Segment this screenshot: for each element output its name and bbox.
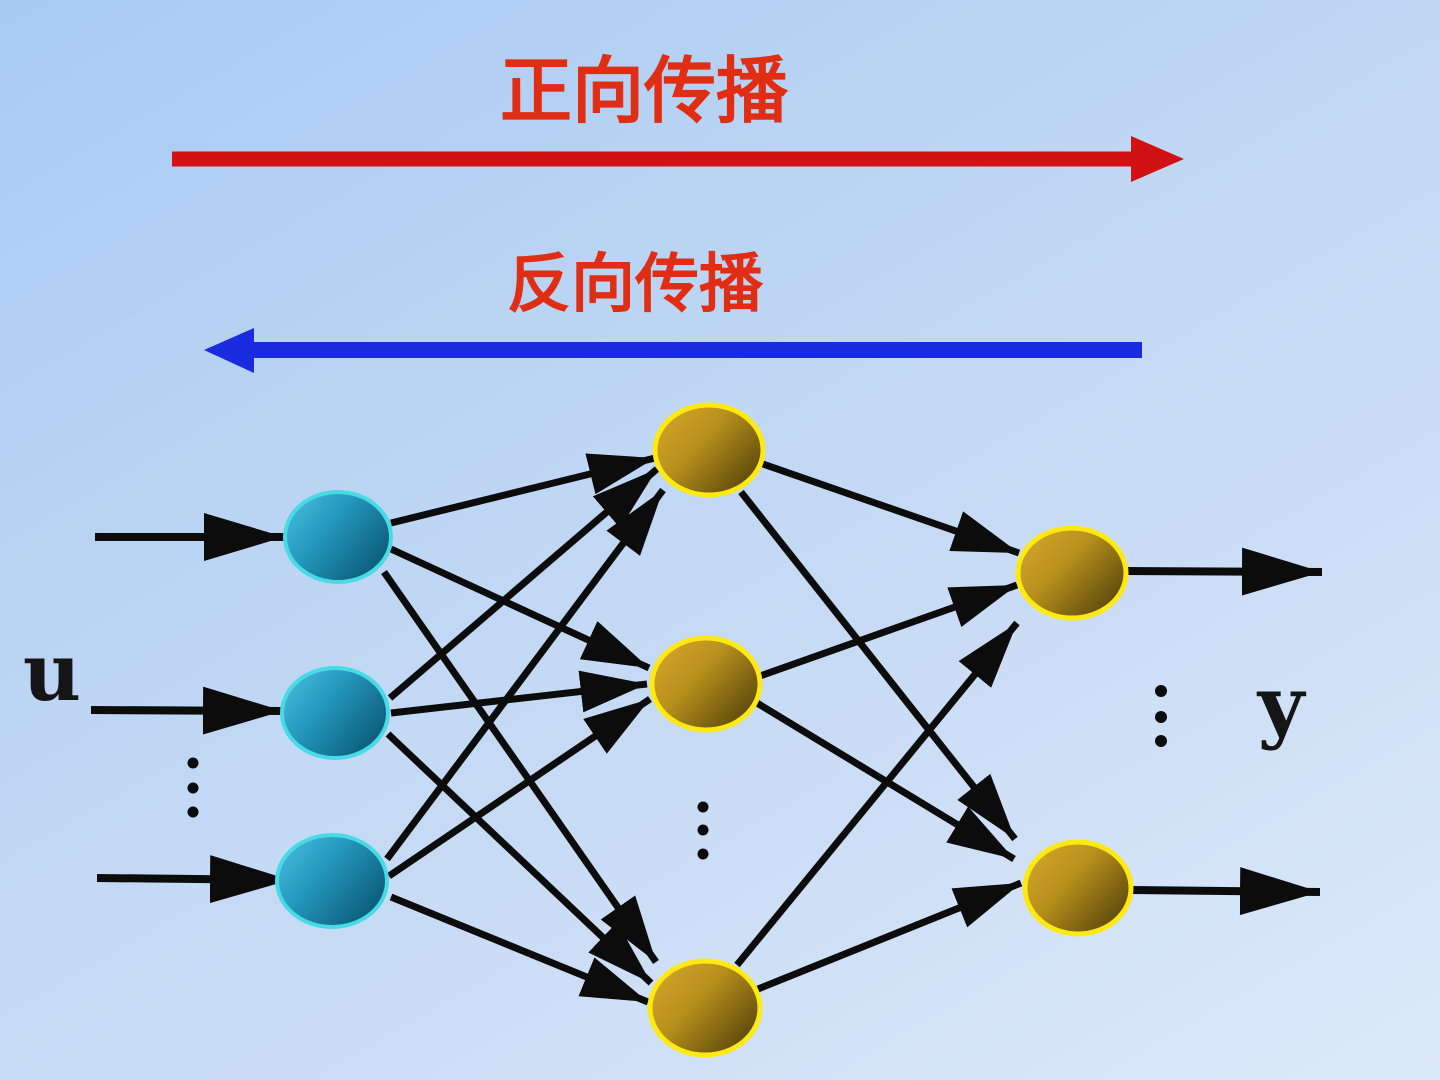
- backward-arrow: [204, 328, 1142, 373]
- output-node-1: [1015, 525, 1129, 621]
- backward-arrowhead-icon: [204, 328, 254, 373]
- input-arrow-3: [96, 855, 291, 904]
- edge-i2-h1: [387, 466, 660, 701]
- output-arrows: [1127, 547, 1323, 916]
- input-layer: [187, 490, 393, 929]
- edge-i1-h2: [389, 545, 651, 672]
- input-ellipsis-icon: [187, 757, 199, 818]
- output-ellipsis-icon: [1155, 685, 1167, 747]
- edge-i1-h3: [381, 569, 659, 965]
- edge-h1-o1: [761, 460, 1021, 557]
- forward-arrow: [172, 136, 1184, 182]
- input-vector-label: u: [23, 625, 81, 719]
- edges-hidden-to-output: [734, 460, 1023, 993]
- edge-i3-h2: [387, 696, 652, 879]
- hidden-ellipsis-icon: [697, 801, 709, 860]
- input-node-2: [280, 666, 390, 760]
- edge-h3-o1: [734, 620, 1020, 968]
- edge-i1-h1: [390, 453, 656, 527]
- forward-propagation-label: 正向传播: [500, 49, 789, 133]
- input-node-3: [275, 833, 389, 929]
- output-layer: [1015, 525, 1167, 937]
- backward-propagation-label: 反向传播: [507, 248, 764, 322]
- edge-i2-h2: [390, 670, 648, 717]
- edge-h1-o2: [738, 489, 1018, 842]
- hidden-node-2: [649, 635, 763, 733]
- edge-h2-o1: [758, 581, 1019, 680]
- edge-i3-h3: [389, 893, 650, 1006]
- input-node-1: [283, 490, 393, 584]
- edge-i2-h3: [385, 731, 654, 986]
- input-arrows: [90, 513, 291, 904]
- output-node-2: [1022, 839, 1134, 937]
- output-arrow-1: [1127, 547, 1323, 596]
- output-vector-label: y: [1256, 658, 1307, 752]
- hidden-layer: [647, 402, 766, 1058]
- edges-input-to-hidden: [381, 453, 666, 1006]
- forward-arrowhead-icon: [1131, 136, 1184, 182]
- input-arrow-2: [90, 686, 284, 735]
- hidden-node-3: [647, 958, 763, 1058]
- hidden-node-1: [652, 402, 766, 498]
- edge-i3-h1: [384, 487, 666, 862]
- edge-h3-o2: [756, 879, 1023, 993]
- output-arrow-2: [1128, 867, 1321, 916]
